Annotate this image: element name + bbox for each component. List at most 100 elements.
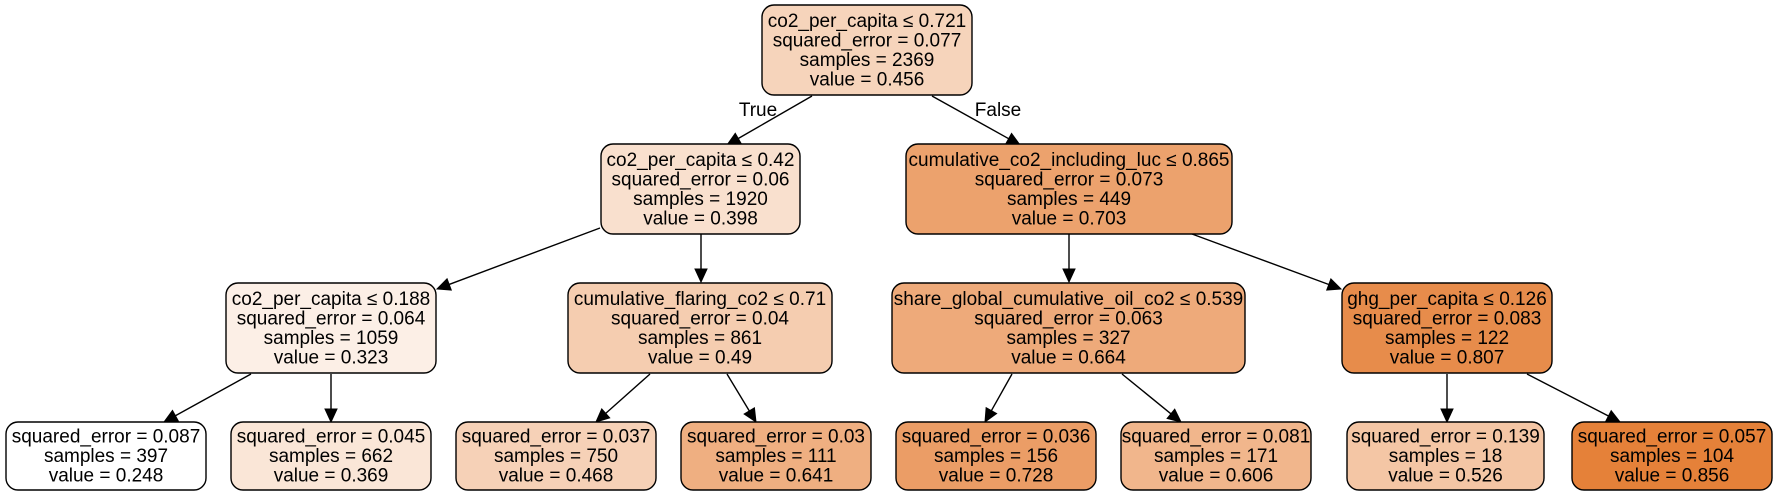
edge-line xyxy=(1121,373,1172,415)
node-text-line: squared_error = 0.03 xyxy=(687,427,865,448)
node-box xyxy=(905,143,1233,235)
node-text-line: samples = 18 xyxy=(1389,446,1503,467)
node-text-line: co2_per_capita ≤ 0.42 xyxy=(607,150,795,171)
edge-n5-n6 xyxy=(595,373,651,423)
node-text-line: cumulative_co2_including_luc ≤ 0.865 xyxy=(909,150,1230,171)
edge-line xyxy=(737,95,813,140)
edge-n9-n11 xyxy=(1121,373,1182,423)
edge-n9-n10 xyxy=(984,373,1013,424)
node-box xyxy=(680,421,872,491)
arrowhead-icon xyxy=(162,409,180,423)
node-text-line: squared_error = 0.087 xyxy=(12,427,201,448)
edge-n0-n8: False xyxy=(931,95,1021,146)
node-text-line: samples = 122 xyxy=(1385,328,1509,349)
edge-line xyxy=(990,373,1013,412)
node-box xyxy=(5,421,207,491)
node-box xyxy=(600,143,801,235)
arrowhead-icon xyxy=(595,407,611,423)
node-text-line: value = 0.856 xyxy=(1615,466,1730,487)
arrowhead-icon xyxy=(694,268,708,284)
node-text-line: squared_error = 0.057 xyxy=(1578,427,1767,448)
node-text-line: value = 0.468 xyxy=(499,466,614,487)
arrowhead-icon xyxy=(435,277,453,291)
node-box xyxy=(1341,282,1553,374)
node-text-line: value = 0.606 xyxy=(1159,466,1274,487)
node-text-line: samples = 1920 xyxy=(633,189,768,210)
edge-line xyxy=(175,373,252,417)
node-box xyxy=(1346,421,1545,491)
node-text-line: samples = 750 xyxy=(494,446,618,467)
node-text-line: samples = 2369 xyxy=(800,50,935,71)
edge-n1-n2 xyxy=(435,227,601,291)
node-text-line: samples = 171 xyxy=(1154,446,1278,467)
edge-line xyxy=(726,373,750,412)
edge-n8-n12 xyxy=(1191,233,1343,291)
node-text-line: ghg_per_capita ≤ 0.126 xyxy=(1347,289,1547,310)
node-text-line: samples = 156 xyxy=(934,446,1058,467)
node-text-line: value = 0.323 xyxy=(274,347,389,368)
node-text-line: value = 0.398 xyxy=(643,208,758,229)
edge-label-false: False xyxy=(975,100,1021,121)
node-text-line: value = 0.807 xyxy=(1390,347,1505,368)
arrowhead-icon xyxy=(743,406,757,424)
tree-node-n8: cumulative_co2_including_luc ≤ 0.865squa… xyxy=(905,143,1233,235)
node-text-line: squared_error = 0.06 xyxy=(612,169,790,190)
node-text-line: samples = 397 xyxy=(44,446,168,467)
tree-node-n5: cumulative_flaring_co2 ≤ 0.71squared_err… xyxy=(567,282,833,374)
node-box xyxy=(1571,421,1773,491)
node-box xyxy=(225,282,437,374)
node-box xyxy=(230,421,432,491)
node-text-line: value = 0.728 xyxy=(939,466,1054,487)
node-box xyxy=(455,421,657,491)
edge-line xyxy=(448,227,601,286)
node-text-line: squared_error = 0.04 xyxy=(611,308,789,329)
arrowhead-icon xyxy=(725,132,743,146)
edge-n12-n14 xyxy=(1526,373,1622,423)
node-box xyxy=(567,282,833,374)
node-text-line: squared_error = 0.063 xyxy=(974,308,1163,329)
node-text-line: value = 0.456 xyxy=(810,69,925,90)
node-text-line: squared_error = 0.064 xyxy=(237,308,426,329)
edge-n2-n3 xyxy=(162,373,252,423)
node-text-line: samples = 1059 xyxy=(264,328,399,349)
node-text-line: cumulative_flaring_co2 ≤ 0.71 xyxy=(574,289,826,310)
edge-n12-n13 xyxy=(1440,374,1454,424)
node-text-line: share_global_cumulative_oil_co2 ≤ 0.539 xyxy=(894,289,1244,310)
node-box xyxy=(895,421,1097,491)
node-text-line: squared_error = 0.037 xyxy=(462,427,651,448)
node-text-line: value = 0.703 xyxy=(1012,208,1127,229)
node-text-line: value = 0.526 xyxy=(1388,466,1503,487)
node-text-line: samples = 449 xyxy=(1007,189,1131,210)
node-text-line: squared_error = 0.073 xyxy=(975,169,1164,190)
arrowhead-icon xyxy=(324,408,338,424)
arrowhead-icon xyxy=(1062,268,1076,284)
node-text-line: co2_per_capita ≤ 0.188 xyxy=(232,289,430,310)
node-text-line: samples = 327 xyxy=(1006,328,1130,349)
node-text-line: value = 0.248 xyxy=(49,466,164,487)
edge-n2-n4 xyxy=(324,374,338,424)
edge-line xyxy=(931,95,1009,140)
node-text-line: samples = 662 xyxy=(269,446,393,467)
edge-line xyxy=(605,373,651,414)
node-text-line: co2_per_capita ≤ 0.721 xyxy=(768,11,966,32)
arrowhead-icon xyxy=(1166,408,1182,423)
node-text-line: squared_error = 0.036 xyxy=(902,427,1091,448)
edge-n8-n9 xyxy=(1062,234,1076,284)
tree-node-n9: share_global_cumulative_oil_co2 ≤ 0.539s… xyxy=(891,282,1246,374)
node-text-line: value = 0.664 xyxy=(1011,347,1126,368)
arrowhead-icon xyxy=(984,406,998,424)
